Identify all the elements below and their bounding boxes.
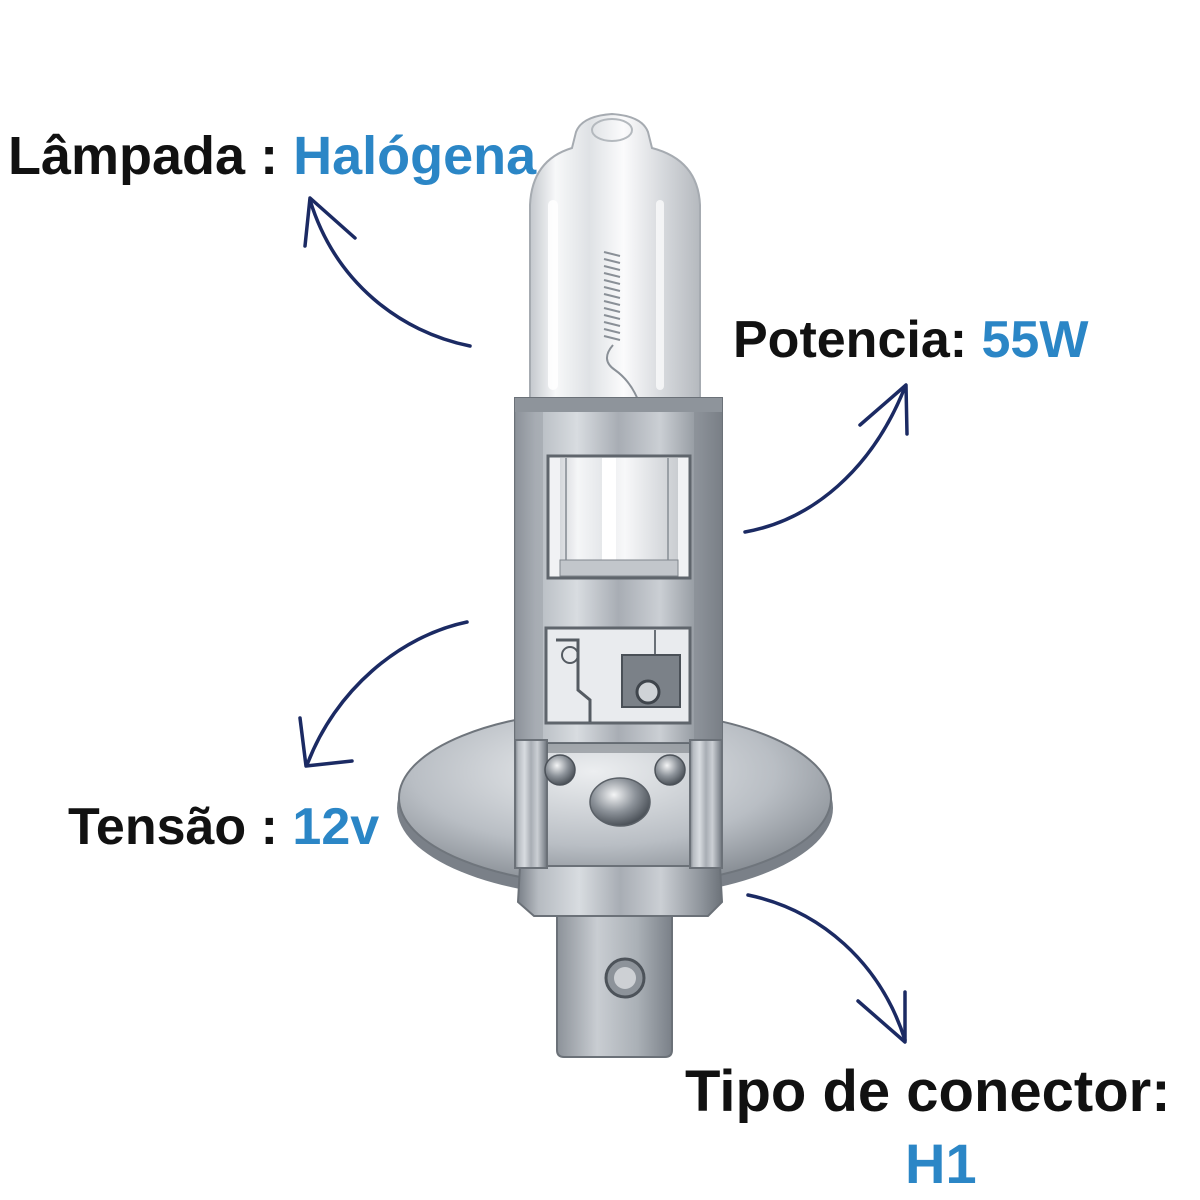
lamp-type-value: Halógena	[293, 126, 537, 186]
lower-window-left-contact	[556, 638, 592, 722]
filament-coil	[603, 251, 621, 341]
arrow-lamp-type-head	[303, 196, 357, 248]
arrow-power	[743, 385, 907, 534]
bracket-right-side	[694, 412, 722, 742]
arrow-lamp-type	[308, 198, 472, 348]
arrow-connector	[746, 893, 907, 1042]
bracket-left-leg	[514, 739, 548, 869]
arrow-connector-head	[856, 990, 907, 1044]
voltage-name: Tensão :	[68, 798, 278, 856]
glass-highlight-right	[656, 200, 664, 390]
upper-window-crossbar	[559, 559, 679, 577]
arrow-power-head	[858, 383, 909, 436]
bracket-left-side	[515, 412, 543, 742]
connector-shoulder	[516, 865, 724, 917]
base-contact-bump	[589, 777, 651, 827]
power-name: Potencia:	[733, 311, 968, 369]
power-label: Potencia: 55W	[733, 314, 1088, 366]
connector-type-value: H1	[905, 1132, 977, 1195]
screw-left	[544, 754, 576, 786]
glass-tip	[591, 118, 633, 142]
bracket-right-leg	[689, 739, 723, 869]
bracket-collar	[515, 398, 722, 412]
tab-hole-highlight	[614, 967, 636, 989]
bracket-gap-shadow	[547, 743, 690, 753]
power-value: 55W	[981, 311, 1089, 369]
lamp-type-name: Lâmpada :	[8, 126, 279, 186]
arrow-voltage	[305, 620, 469, 767]
screw-right	[654, 754, 686, 786]
lower-window-left-ring	[561, 646, 579, 664]
voltage-label: Tensão : 12v	[68, 801, 379, 853]
glass-highlight-left	[548, 200, 558, 390]
arrow-voltage-head	[298, 716, 354, 768]
upper-window-shine	[602, 458, 616, 562]
voltage-value: 12v	[292, 798, 380, 856]
upper-window-glass	[560, 458, 678, 562]
lamp-type-label: Lâmpada : Halógena	[8, 129, 536, 183]
lower-window-terminal-ring	[635, 679, 661, 705]
connector-type-name: Tipo de conector:	[685, 1059, 1171, 1124]
filament-lead	[606, 344, 641, 406]
